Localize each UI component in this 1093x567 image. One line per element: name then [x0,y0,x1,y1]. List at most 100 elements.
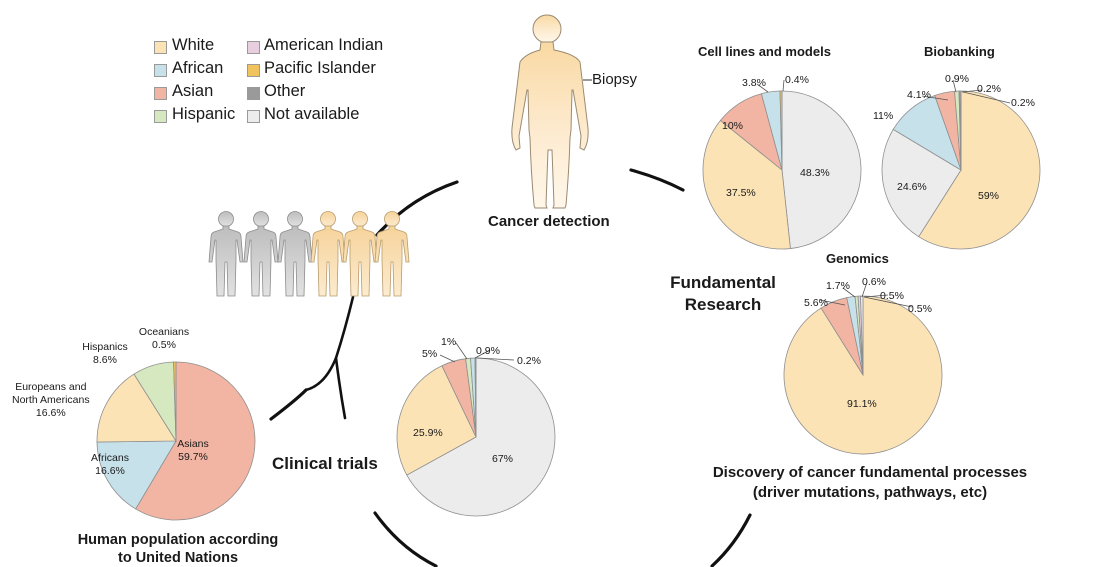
legend-swatch-other [247,87,260,100]
pie-leader-line [439,354,456,363]
human-body-icon [511,14,589,209]
legend-label-hispanic: Hispanic [172,105,236,123]
population-icons [208,211,410,297]
cycle-arc-top-right [629,168,685,192]
person-icon [374,211,410,297]
pie-leader-line [455,342,468,360]
pie-label-genomics-4: 0.5% [880,290,904,302]
pie-slice-american-indian [959,90,962,171]
branch-line-a [304,295,355,392]
pie-label-un-population-2: Europeans and North Americans 16.6% [12,381,90,419]
pie-leader-line [474,349,491,359]
pie-genomics [783,295,943,455]
person-icon [208,211,244,297]
pie-un-population [96,361,256,521]
pie-label-biobanking-2: 11% [873,110,894,122]
legend-label-american-indian: American Indian [264,36,384,54]
fundamental-research-title: Fundamental Research [670,273,776,314]
legend-swatch-white [154,41,167,54]
pie-label-clinical-trials-1: 25.9% [413,427,443,439]
pie-label-cell-lines-0: 48.3% [800,167,830,179]
pie-slice-not-available [406,357,556,517]
legend-swatch-not-available [247,110,260,123]
cycle-arc-bottom-right [710,513,752,567]
legend-label-asian: Asian [172,82,214,100]
pie-cell-lines [702,90,862,250]
human-population-caption: Human population according to United Nat… [77,532,279,566]
pie-leader-line [476,357,515,361]
pie-label-biobanking-0: 59% [978,190,1000,202]
pie-leader-line [819,299,846,306]
pie-slice-pacific-islander [173,361,177,442]
pie-label-genomics-0: 91.1% [847,398,877,410]
pie-label-cell-lines-4: 0.4% [785,74,809,86]
pie-leader-line [782,79,785,92]
discovery-caption: Discovery of cancer fundamental processe… [712,464,1028,501]
legend-label-other: Other [264,82,306,100]
pie-leader-line [756,83,769,93]
cancer-detection-label: Cancer detection [488,213,610,230]
pie-label-clinical-trials-2: 5% [422,348,438,360]
pie-label-genomics-1: 5.6% [804,297,828,309]
pie-label-cell-lines-2: 10% [722,120,744,132]
person-icon [243,211,279,297]
legend-label-not-available: Not available [264,105,360,123]
cycle-arc-bottom-left [373,511,438,567]
pie-slice-pacific-islander [779,90,783,171]
legend-label-pacific-islander: Pacific Islander [264,59,376,77]
person-icon [277,211,313,297]
pie-leader-line [863,294,889,298]
legend-swatch-american-indian [247,41,260,54]
pie-leader-line [921,95,949,101]
cycle-arc-left-small [269,388,308,421]
genomics-title: Genomics [826,251,889,266]
cell-lines-title: Cell lines and models [698,44,831,59]
pie-label-genomics-5: 0.5% [908,303,932,315]
pie-slice-white [702,119,791,250]
pie-label-cell-lines-1: 37.5% [726,187,756,199]
biopsy-label: Biopsy [592,71,638,88]
legend-swatch-african [154,64,167,77]
legend-label-african: African [172,59,224,77]
pie-label-un-population-1: Africans 16.6% [91,452,129,477]
legend-label-white: White [172,36,215,54]
pie-label-biobanking-4: 0.9% [945,73,969,85]
pie-label-cell-lines-3: 3.8% [742,77,766,89]
pie-label-un-population-4: Oceanians 0.5% [138,326,190,351]
pie-label-clinical-trials-0: 67% [492,453,514,465]
person-icon [342,211,378,297]
pie-label-clinical-trials-4: 0.9% [476,345,500,357]
pie-slice-asian [135,361,256,521]
legend-swatch-hispanic [154,110,167,123]
pie-slice-not-available [881,128,962,238]
pie-label-clinical-trials-5: 0.2% [517,355,541,367]
pie-label-biobanking-5: 0.2% [977,83,1001,95]
pie-label-biobanking-1: 24.6% [897,181,927,193]
pie-slice-african [96,440,177,510]
pie-slice-not-available [781,90,862,249]
pie-leader-line [863,296,913,308]
pie-slice-not-available [860,295,864,376]
pie-leader-line [952,79,957,93]
legend-swatch-pacific-islander [247,64,260,77]
clinical-trials-title: Clinical trials [272,454,378,473]
pie-slice-white [783,295,943,455]
biobanking-title: Biobanking [924,44,995,59]
pie-label-genomics-2: 1.7% [826,280,850,292]
pie-clinical-trials [396,357,556,517]
pie-leader-line [861,281,868,298]
pie-label-un-population-0: Asians 59.7% [177,438,209,463]
branch-line-b [334,356,347,420]
pie-slice-white [96,373,177,443]
legend-swatch-asian [154,87,167,100]
pie-leader-line [962,91,1011,104]
pie-label-clinical-trials-3: 1% [441,336,457,348]
cycle-arc-top-left [375,180,459,237]
person-icon [310,211,346,297]
pie-label-un-population-3: Hispanics 8.6% [82,341,128,366]
pie-leader-line [842,287,856,298]
pie-label-genomics-3: 0.6% [862,276,886,288]
pie-biobanking [881,90,1041,250]
